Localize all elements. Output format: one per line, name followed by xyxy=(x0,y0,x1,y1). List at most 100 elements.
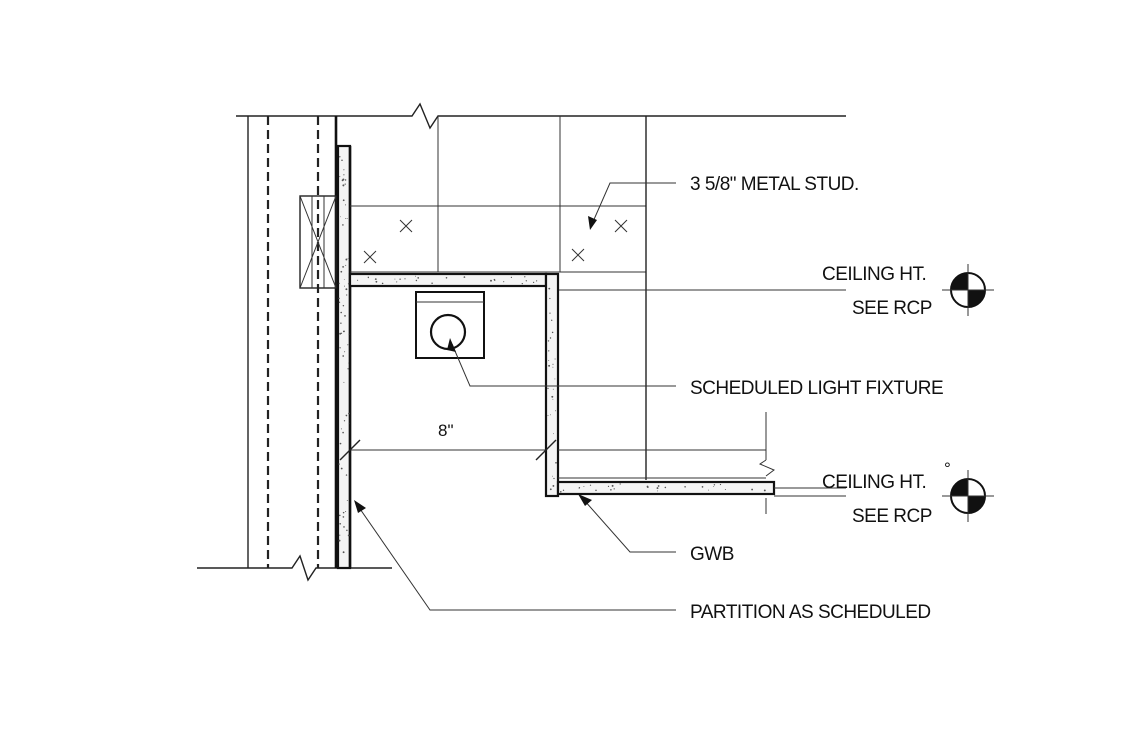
gwb-speck xyxy=(342,184,345,187)
soffit-break-line xyxy=(558,412,775,514)
gwb-speck xyxy=(340,428,342,430)
gwb-speck xyxy=(339,523,342,525)
gwb-speck xyxy=(724,488,726,491)
gwb-speck xyxy=(339,156,341,158)
metal-stud-framing xyxy=(350,116,846,480)
gwb-speck xyxy=(343,279,345,281)
top-break-line xyxy=(236,102,846,130)
gwb-texture xyxy=(338,156,766,554)
gwb-speck xyxy=(610,489,612,491)
gwb-speck xyxy=(611,484,614,487)
gwb-speck xyxy=(552,366,554,368)
gwb-speck xyxy=(346,500,348,501)
gwb-speck xyxy=(417,277,420,279)
gwb-speck xyxy=(346,294,348,296)
gwb-speck xyxy=(347,283,350,285)
x-mark-icon xyxy=(571,248,585,262)
gwb-speck xyxy=(375,280,378,283)
gwb-speck xyxy=(340,467,343,470)
gwb-speck xyxy=(343,169,345,171)
gwb-speck xyxy=(347,368,349,370)
gwb-speck xyxy=(342,431,344,434)
partition-gwb xyxy=(336,144,352,570)
gwb-speck xyxy=(344,351,346,353)
gwb-speck xyxy=(701,486,704,488)
gwb-speck xyxy=(345,258,348,261)
gwb-speck xyxy=(340,311,343,314)
gwb-speck xyxy=(493,279,496,281)
gwb-speck xyxy=(549,488,552,491)
gwb-speck xyxy=(552,475,554,477)
gwb-speck xyxy=(560,491,562,493)
gwb-speck xyxy=(555,410,557,412)
gwb-speck xyxy=(719,483,722,486)
gwb-speck xyxy=(339,514,341,517)
bottom-break-line xyxy=(197,554,392,582)
gwb-speck xyxy=(589,484,592,486)
gwb-speck xyxy=(553,433,554,435)
gwb-speck xyxy=(374,278,377,280)
gwb-speck xyxy=(347,344,349,346)
gwb-speck xyxy=(547,415,549,417)
ceiling-height-target-icon xyxy=(942,264,994,316)
dimension-label: 8" xyxy=(438,421,454,440)
gwb-speck xyxy=(549,297,551,300)
gwb-speck xyxy=(339,534,341,536)
gwb-speck xyxy=(342,355,345,357)
gwb-speck xyxy=(394,278,396,280)
gwb-speck xyxy=(345,414,347,416)
gwb-speck xyxy=(341,159,343,162)
gwb-speck xyxy=(340,216,341,218)
gwb-speck xyxy=(713,486,715,488)
ceiling-height-lower: CEILING HT. ° SEE RCP xyxy=(774,459,951,527)
gwb-leader: GWB xyxy=(578,494,734,565)
dimension-line: 8" xyxy=(339,421,557,461)
gwb-speck xyxy=(338,282,340,284)
gwb-speck xyxy=(344,204,347,206)
gwb-speck xyxy=(713,484,716,486)
gwb-speck xyxy=(562,489,565,491)
gwb-speck xyxy=(345,217,347,220)
gwb-speck xyxy=(343,174,345,176)
gwb-speck xyxy=(684,486,686,488)
x-mark-icon xyxy=(363,250,377,264)
ceiling-height-target-icon xyxy=(942,470,994,522)
x-mark-icon xyxy=(399,219,413,233)
gwb-speck xyxy=(549,312,551,314)
gwb-speck xyxy=(342,199,345,202)
gwb-speck xyxy=(342,331,345,333)
gwb-speck xyxy=(346,218,348,219)
gwb-speck xyxy=(344,285,345,287)
gwb-speck xyxy=(348,422,350,424)
metal-stud-leader: 3 5/8" METAL STUD. xyxy=(588,174,859,230)
gwb-speck xyxy=(381,282,384,285)
gwb-speck xyxy=(445,277,448,279)
light-fixture-leader: SCHEDULED LIGHT FIXTURE xyxy=(447,338,944,399)
gwb-speck xyxy=(342,511,345,514)
gwb-speck xyxy=(751,488,754,491)
gwb-label: GWB xyxy=(690,544,734,565)
ceiling-height-label-upper: CEILING HT. xyxy=(822,264,926,285)
gwb-speck xyxy=(524,276,526,278)
gwb-speck xyxy=(657,490,659,492)
gwb-speck xyxy=(550,414,551,416)
gwb-speck xyxy=(344,315,346,317)
gwb-speck xyxy=(607,485,610,488)
gwb-speck xyxy=(345,510,347,513)
gwb-speck xyxy=(344,179,347,181)
upper-ceiling-gwb xyxy=(348,272,548,288)
gwb-speck xyxy=(338,463,340,465)
gwb-speck xyxy=(348,362,350,364)
gwb-speck xyxy=(342,266,344,268)
gwb-speck xyxy=(547,387,549,390)
gwb-speck xyxy=(551,319,553,321)
gwb-speck xyxy=(338,539,341,542)
gwb-speck xyxy=(664,486,667,489)
gwb-speck xyxy=(399,278,401,280)
gwb-speck xyxy=(339,176,341,178)
gwb-speck xyxy=(583,486,585,488)
gwb-speck xyxy=(549,337,552,339)
gwb-speck xyxy=(347,258,349,259)
gwb-speck xyxy=(463,276,466,278)
gwb-speck xyxy=(554,358,556,360)
